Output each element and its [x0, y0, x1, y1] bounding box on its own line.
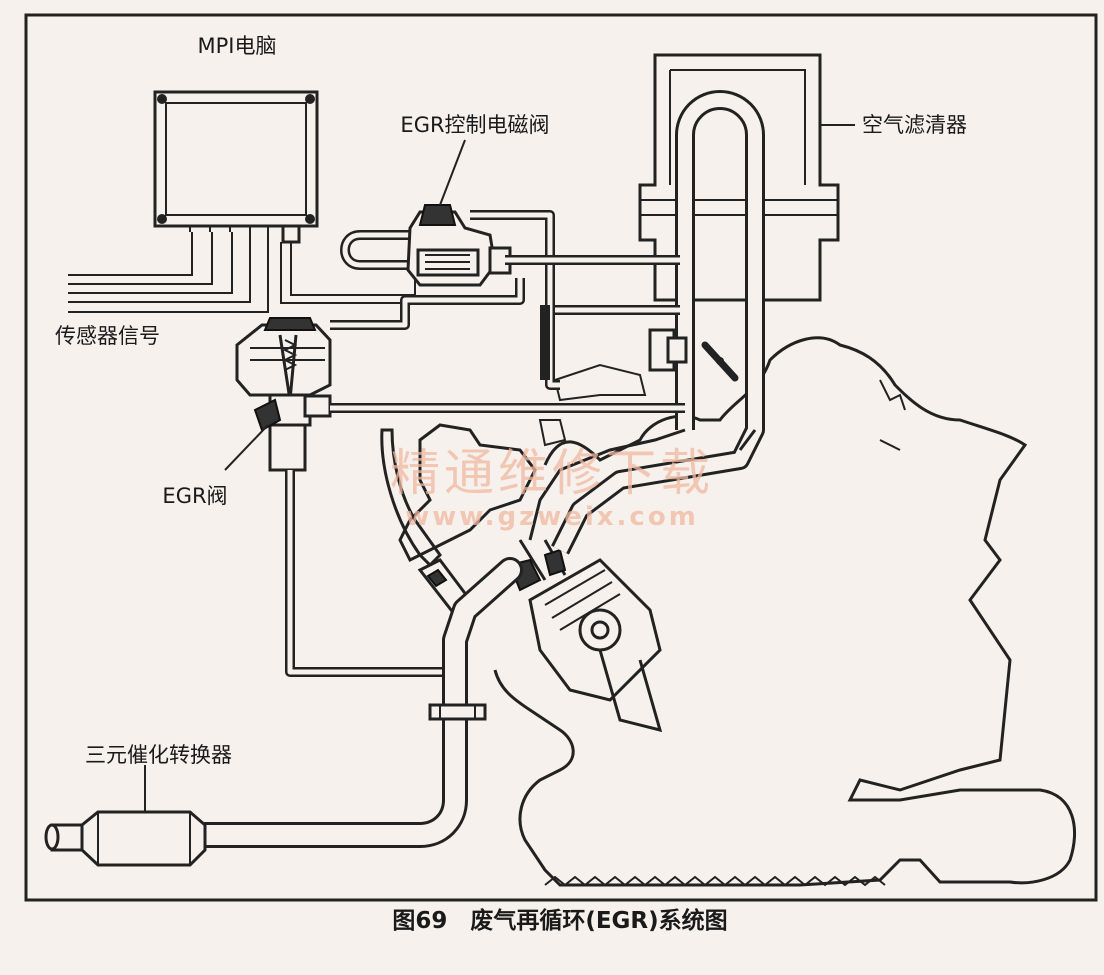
catalytic-converter: [44, 765, 207, 867]
mpi-ecu: [153, 90, 319, 244]
label-egr-solenoid: EGR控制电磁阀: [400, 113, 549, 137]
sensor-wires: [68, 232, 425, 313]
egr-valve: [224, 317, 332, 472]
label-air-filter: 空气滤清器: [862, 113, 967, 137]
watermark-url: www.gzweix.com: [405, 502, 699, 532]
throttle-sensor: [648, 328, 688, 372]
vacuum-lines: [330, 255, 680, 380]
diagram-frame: [24, 13, 1098, 902]
watermark-text: 精通维修下载: [390, 444, 714, 502]
label-catalytic-converter: 三元催化转换器: [85, 743, 232, 767]
exhaust-pipe: [187, 557, 523, 848]
engine-block: [380, 336, 1077, 887]
egr-control-solenoid: [340, 139, 560, 390]
label-sensor-signal: 传感器信号: [55, 324, 160, 348]
egr-exhaust-pipe: [285, 470, 450, 677]
figure-caption: 图69 废气再循环(EGR)系统图: [392, 907, 727, 934]
label-mpi-ecu: MPI电脑: [198, 34, 277, 58]
label-egr-valve: EGR阀: [162, 484, 227, 508]
intake-duct: [528, 90, 765, 555]
